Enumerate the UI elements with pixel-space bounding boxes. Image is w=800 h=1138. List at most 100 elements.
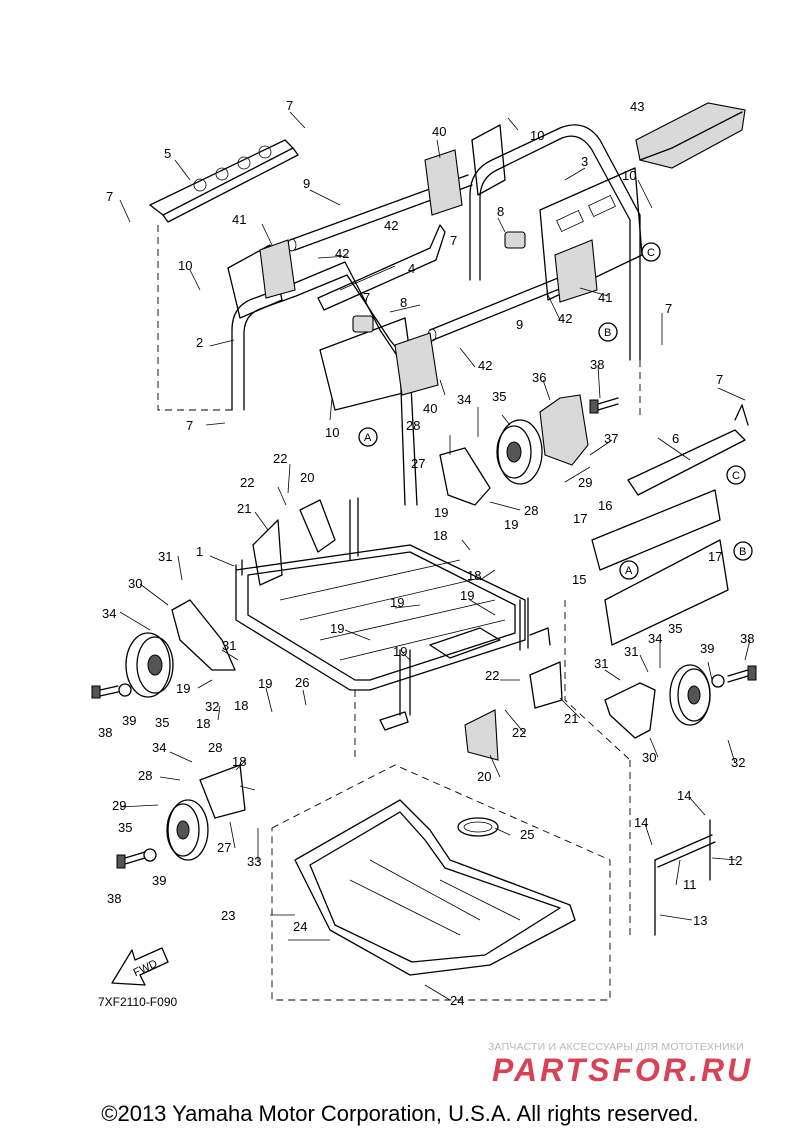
callout-13: 13 [693, 913, 707, 928]
callout-28: 28 [208, 740, 222, 755]
callout-35: 35 [155, 715, 169, 730]
callout-14: 14 [634, 815, 648, 830]
ref-letter-a: A [364, 432, 372, 444]
callout-9: 9 [516, 317, 523, 332]
callout-35: 35 [492, 389, 506, 404]
callout-19: 19 [330, 621, 344, 636]
callout-28: 28 [138, 768, 152, 783]
callout-6: 6 [672, 431, 679, 446]
part-5-front-plate[interactable] [149, 139, 299, 223]
callout-31: 31 [594, 656, 608, 671]
callout-40: 40 [423, 401, 437, 416]
part-36-housing[interactable] [539, 394, 589, 466]
callout-20: 20 [300, 470, 314, 485]
part-40-lower-bracket[interactable] [394, 332, 439, 396]
callout-12: 12 [728, 853, 742, 868]
part-16-panel[interactable] [591, 489, 721, 571]
diagram-code: 7XF2110-F090 [98, 995, 178, 1009]
part-8-grommet[interactable] [352, 231, 526, 333]
part-3-rear-frame[interactable] [469, 124, 643, 361]
part-2-front-frame[interactable] [227, 244, 418, 506]
part-35-wheel[interactable] [125, 419, 711, 861]
callout-34: 34 [102, 606, 116, 621]
callout-19: 19 [258, 676, 272, 691]
callout-35: 35 [118, 820, 132, 835]
callout-3: 3 [581, 154, 588, 169]
callout-19: 19 [504, 517, 518, 532]
part-30-wheel-bracket[interactable] [171, 599, 656, 739]
callout-28: 28 [406, 418, 420, 433]
callout-24: 24 [293, 919, 307, 934]
callout-27: 27 [217, 840, 231, 855]
callout-2: 2 [196, 335, 203, 350]
callout-10: 10 [530, 128, 544, 143]
ref-letter-a-2: A [625, 565, 633, 577]
part-4-bracket[interactable] [317, 224, 446, 311]
callout-38: 38 [98, 725, 112, 740]
callout-38: 38 [590, 357, 604, 372]
callout-38: 38 [740, 631, 754, 646]
callout-42: 42 [478, 358, 492, 373]
callout-18: 18 [196, 716, 210, 731]
part-41-side-bracket[interactable] [259, 239, 598, 303]
callout-7: 7 [186, 418, 193, 433]
callout-10: 10 [622, 168, 636, 183]
callout-19: 19 [393, 644, 407, 659]
part-43-roof-pad[interactable] [635, 102, 746, 169]
callout-18: 18 [234, 698, 248, 713]
part-20-guide[interactable] [299, 499, 499, 761]
callout-9: 9 [303, 176, 310, 191]
callout-37: 37 [604, 431, 618, 446]
callout-17: 17 [573, 511, 587, 526]
callout-34: 34 [457, 392, 471, 407]
callout-7: 7 [716, 372, 723, 387]
watermark-logo: PARTSFOR.RU [492, 1052, 750, 1088]
callout-5: 5 [164, 146, 171, 161]
callout-32: 32 [731, 755, 745, 770]
callout-8: 8 [400, 295, 407, 310]
part-6-rear-bar[interactable] [627, 404, 749, 496]
callout-labels: 7 5 7 9 40 10 43 3 10 8 42 7 41 42 4 10 … [98, 98, 754, 1008]
callout-22: 22 [512, 725, 526, 740]
part-25-grommet[interactable] [457, 817, 499, 837]
fwd-label: FWD [132, 958, 160, 979]
callout-7: 7 [286, 98, 293, 113]
callout-32: 32 [205, 699, 219, 714]
callout-1: 1 [196, 544, 203, 559]
callout-18: 18 [232, 754, 246, 769]
reference-markers: A B C C B A [358, 242, 753, 580]
callout-24: 24 [450, 993, 464, 1008]
callout-14: 14 [677, 788, 691, 803]
callout-11: 11 [683, 877, 697, 892]
part-1-floor-frame[interactable] [235, 497, 551, 731]
callout-42: 42 [384, 218, 398, 233]
callout-19: 19 [460, 588, 474, 603]
callout-18: 18 [467, 568, 481, 583]
callout-41: 41 [598, 290, 612, 305]
part-11-rod[interactable] [654, 834, 716, 868]
callout-42: 42 [558, 311, 572, 326]
callout-22: 22 [273, 451, 287, 466]
callout-41: 41 [232, 212, 246, 227]
fwd-arrow: FWD [111, 947, 169, 986]
callout-43: 43 [630, 99, 644, 114]
part-40-upper-bracket[interactable] [424, 149, 463, 216]
callout-4: 4 [408, 261, 415, 276]
bolt-hardware [91, 397, 757, 869]
ref-letter-c: C [647, 247, 655, 259]
part-15-panel[interactable] [604, 539, 729, 646]
callout-36: 36 [532, 370, 546, 385]
part-27-bracket[interactable] [199, 447, 491, 819]
callout-28: 28 [524, 503, 538, 518]
callout-7: 7 [665, 301, 672, 316]
callout-20: 20 [477, 769, 491, 784]
callout-26: 26 [295, 675, 309, 690]
callout-39: 39 [700, 641, 714, 656]
callout-19: 19 [434, 505, 448, 520]
callout-30: 30 [642, 750, 656, 765]
callout-23: 23 [221, 908, 235, 923]
callout-16: 16 [598, 498, 612, 513]
ref-letter-b: B [604, 327, 611, 339]
part-23-skid-plate[interactable] [294, 799, 576, 976]
